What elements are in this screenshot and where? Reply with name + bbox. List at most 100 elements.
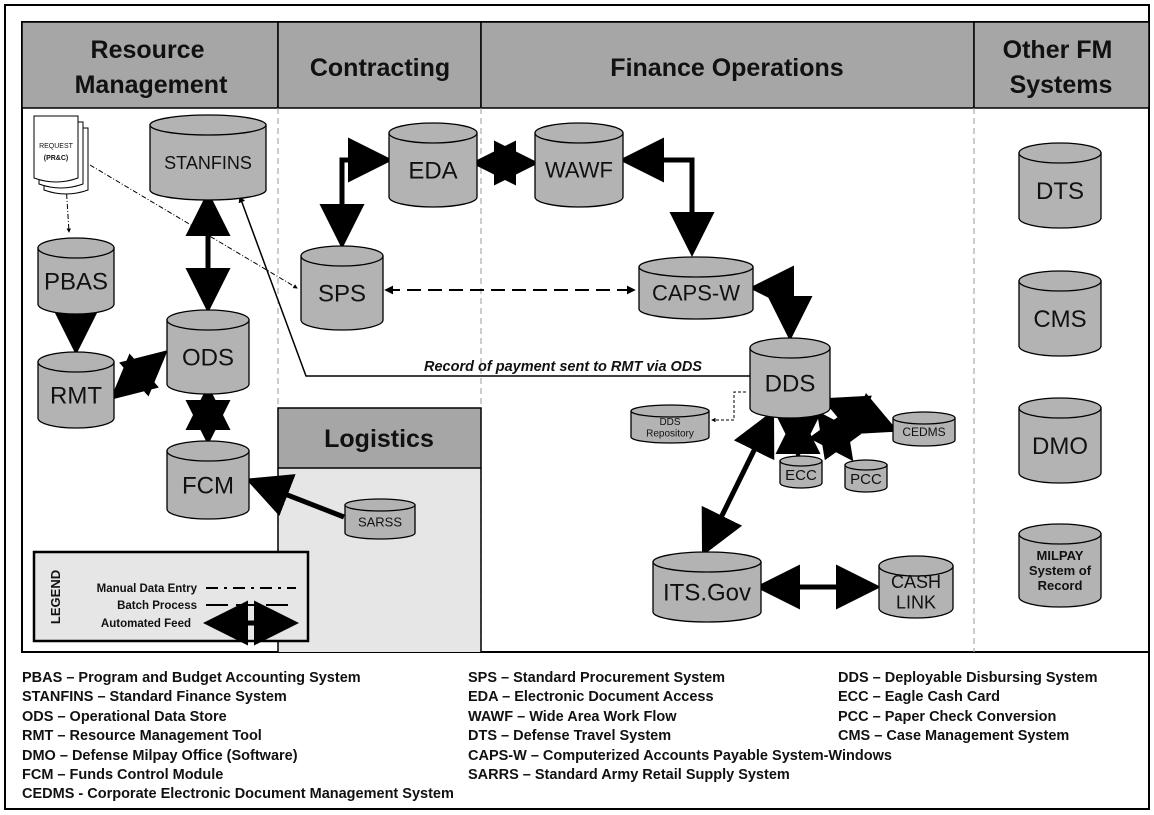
header-contracting — [277, 21, 482, 109]
header-finance-operations — [480, 21, 975, 109]
acronym-glossary: PBAS – Program and Budget Accounting Sys… — [22, 669, 1152, 815]
cylinder-label-pbas: PBAS — [44, 268, 108, 295]
cylinder-top — [37, 237, 115, 259]
cylinder-top — [749, 337, 831, 359]
cylinder-body — [344, 504, 416, 540]
header-logistics — [277, 407, 482, 469]
cylinder-dmo: DMO — [1018, 397, 1102, 484]
cylinder-top — [534, 122, 624, 144]
glossary-entry-fcm: FCM – Funds Control Module — [22, 767, 224, 784]
cylinder-sps: SPS — [300, 245, 384, 331]
link-dds-itsgov — [701, 409, 775, 557]
cylinder-label-wawf: WAWF — [545, 158, 613, 183]
cylinder-pbas: PBAS — [37, 237, 115, 315]
cylinder-label-cms: CMS — [1033, 306, 1086, 333]
cylinder-pcc: PCC — [844, 459, 888, 493]
glossary-entry-sps: SPS – Standard Procurement System — [468, 670, 726, 686]
cylinder-label-dmo: DMO — [1032, 433, 1088, 460]
cylinder-body — [1018, 407, 1102, 484]
cylinder-body — [1018, 152, 1102, 229]
cylinder-top — [166, 440, 250, 462]
header-finance-operations-label: Finance Operations — [610, 54, 843, 82]
header-other-fm-systems — [973, 21, 1150, 109]
legend-title: LEGEND — [48, 570, 63, 624]
link-dds-stanfins-record — [238, 195, 750, 377]
cylinder-body — [630, 410, 710, 444]
header-other-fm-systems-label: Other FM Systems — [1003, 36, 1120, 99]
cylinder-label-ods: ODS — [182, 344, 234, 371]
cylinder-top — [638, 256, 754, 278]
cylinder-its-gov: ITS.Gov — [652, 551, 762, 623]
cylinder-label-stanfins: STANFINS — [164, 153, 252, 173]
cylinder-top — [1018, 270, 1102, 292]
cylinder-top — [1018, 142, 1102, 164]
cylinder-body — [844, 464, 888, 493]
cylinder-label-rmt: RMT — [50, 382, 102, 409]
glossary-entry-ods: ODS – Operational Data Store — [22, 708, 227, 725]
cylinder-stanfins: STANFINS — [149, 114, 267, 201]
cylinder-body — [1018, 533, 1102, 608]
cylinder-body — [388, 132, 478, 208]
cylinder-body — [749, 347, 831, 419]
cylinder-body — [149, 124, 267, 201]
glossary-entry-caps-w: CAPS-W – Computerized Accounts Payable S… — [468, 747, 892, 764]
cylinder-label-fcm: FCM — [182, 472, 234, 499]
link-rmt-ods — [110, 350, 168, 400]
glossary-entry-rmt: RMT – Resource Management Tool — [22, 728, 262, 745]
cylinder-body — [779, 460, 823, 489]
cylinder-ods: ODS — [166, 309, 250, 395]
request-sub-label: (PR&C) — [44, 155, 69, 162]
glossary-entry-dts: DTS – Defense Travel System — [468, 728, 672, 745]
header-contracting-label: Contracting — [310, 54, 450, 82]
cylinder-dts: DTS — [1018, 142, 1102, 229]
cylinder-top — [652, 551, 762, 573]
cylinder-top — [1018, 397, 1102, 419]
cylinder-dds: DDS — [749, 337, 831, 419]
cylinder-rmt: RMT — [37, 351, 115, 429]
glossary-entry-dds: DDS – Deployable Disbursing System — [838, 670, 1098, 686]
glossary-column-2: SPS – Standard Procurement System EDA – … — [468, 669, 892, 785]
cylinder-top — [630, 404, 710, 418]
cylinder-eda: EDA — [388, 122, 478, 208]
link-capsw-dds — [749, 265, 813, 341]
cylinder-top — [37, 351, 115, 373]
cylinder-caps-w: CAPS-W — [638, 256, 754, 320]
cylinder-label-caps-w: CAPS-W — [652, 281, 740, 306]
cylinder-top — [779, 455, 823, 467]
cylinder-body — [37, 361, 115, 429]
link-dds-pcc — [808, 410, 862, 462]
cylinder-top — [166, 309, 250, 331]
cylinder-top — [300, 245, 384, 267]
cylinder-fcm: FCM — [166, 440, 250, 520]
cylinder-top — [344, 498, 416, 512]
cylinder-top — [878, 555, 954, 577]
header-resource-management-label: Resource Management — [75, 36, 228, 99]
cylinder-top — [892, 411, 956, 425]
link-sarss-fcm — [245, 474, 345, 520]
cylinder-label-sps: SPS — [318, 280, 366, 307]
cylinder-top — [844, 459, 888, 471]
glossary-entry-stanfins: STANFINS – Standard Finance System — [22, 689, 287, 706]
legend: LEGEND Manual Data Entry Batch Process A… — [32, 550, 310, 646]
request-label: REQUEST — [39, 143, 74, 150]
cylinder-body — [878, 565, 954, 619]
cylinder-body — [37, 247, 115, 315]
cylinder-label-sarss: SARSS — [358, 515, 402, 530]
cylinder-top — [1018, 523, 1102, 545]
cylinder-label-its-gov: ITS.Gov — [663, 579, 751, 606]
cylinder-top — [388, 122, 478, 144]
glossary-entry-sarrs: SARRS – Standard Army Retail Supply Syst… — [468, 767, 790, 784]
glossary-entry-pbas: PBAS – Program and Budget Accounting Sys… — [22, 670, 361, 686]
glossary-entry-pcc: PCC – Paper Check Conversion — [838, 708, 1057, 725]
cylinder-sarss: SARSS — [344, 498, 416, 540]
cylinder-cms: CMS — [1018, 270, 1102, 357]
legend-automated-label: Automated Feed — [101, 618, 191, 630]
legend-batch-label: Batch Process — [117, 600, 197, 612]
glossary-entry-dmo: DMO – Defense Milpay Office (Software) — [22, 747, 298, 764]
cylinder-label-dts: DTS — [1036, 178, 1084, 205]
cylinder-top — [149, 114, 267, 136]
